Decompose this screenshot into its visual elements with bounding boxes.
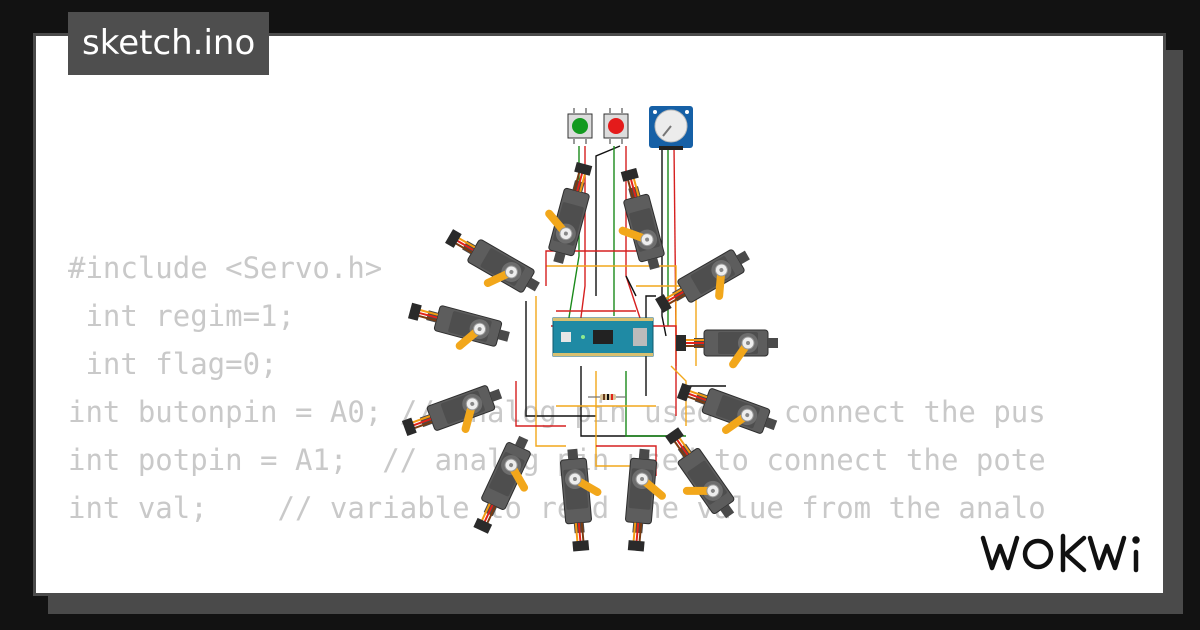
servo-icon <box>402 296 513 364</box>
servo-icon <box>531 156 599 267</box>
servo-icon <box>434 223 545 312</box>
servo-icon <box>399 380 511 455</box>
code-line: int butonpin = A0; // analog pin used to… <box>68 395 1046 429</box>
circuit-diagram <box>399 106 781 555</box>
potentiometer-icon <box>649 106 693 150</box>
servo-icon <box>467 431 550 543</box>
servo-icon <box>621 447 673 555</box>
code-line: int flag=0; <box>68 347 278 381</box>
servo-icon <box>648 423 742 532</box>
servo-icon <box>558 445 609 553</box>
servo-icon <box>669 377 781 452</box>
arduino-board-icon <box>552 317 654 357</box>
code-line: #include <Servo.h> <box>68 251 383 285</box>
wokwi-logo <box>980 533 1140 573</box>
push-button-icon <box>567 108 593 144</box>
code-line: int regim=1; <box>68 299 295 333</box>
file-tab[interactable]: sketch.ino <box>68 12 270 75</box>
code-preview: #include <Servo.h> int regim=1; int flag… <box>68 244 1046 532</box>
wire-bundle <box>515 145 726 476</box>
code-line: int potpin = A1; // analog pin used to c… <box>68 443 1046 477</box>
resistor-icon <box>588 394 626 400</box>
push-button-icon <box>603 108 629 144</box>
servo-icon <box>601 165 669 277</box>
preview-card: #include <Servo.h> int regim=1; int flag… <box>33 33 1166 596</box>
servo-icon <box>675 329 779 371</box>
